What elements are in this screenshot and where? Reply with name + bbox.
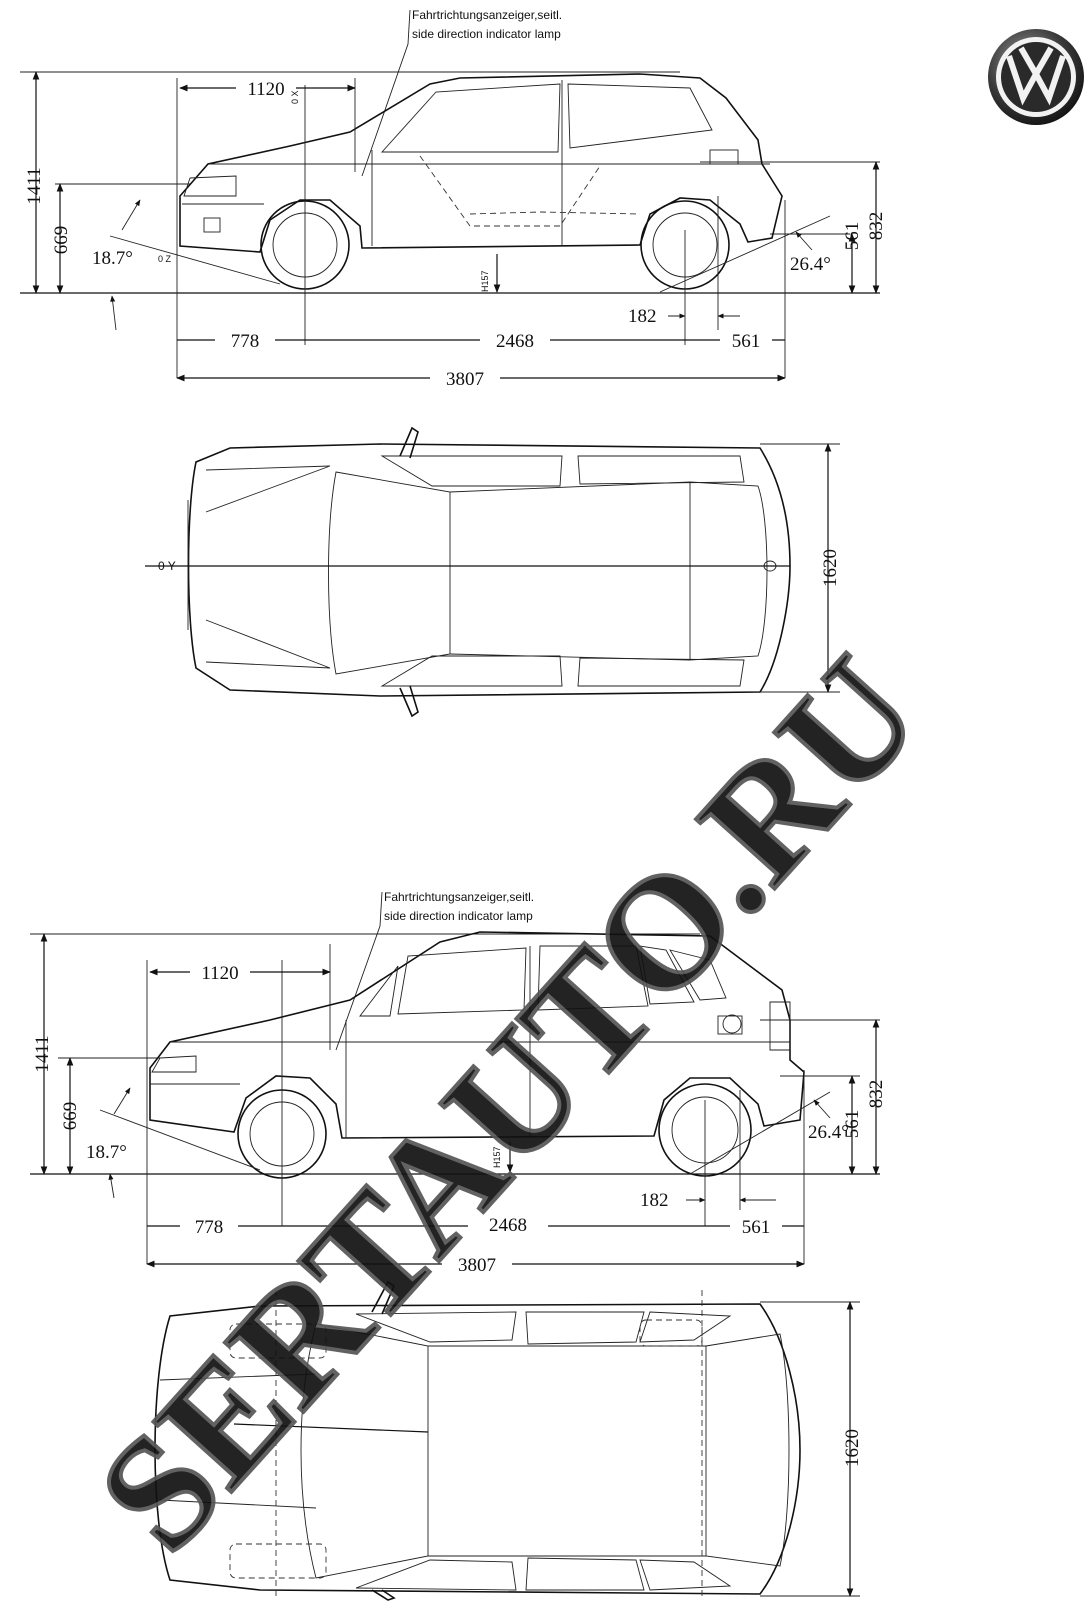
top-view-5door: 1620 — [154, 1280, 863, 1601]
dim-front-overhang: 778 — [231, 331, 260, 352]
dim-wheelbase-2: 2468 — [489, 1215, 527, 1236]
dim-front-bumper-height-2: 669 — [60, 1102, 81, 1131]
dim-rear-overhang: 561 — [732, 331, 761, 352]
dim-departure-angle: 26.4° — [790, 254, 831, 275]
dim-ground-clearance: H157 — [480, 270, 490, 292]
dim-rear-offset-2: 182 — [640, 1190, 669, 1211]
watermark-text: SERTAUTO.RU — [64, 624, 953, 1584]
dim-rear-height-a: 561 — [842, 222, 863, 251]
side-view-3door: Fahrtrichtungsanzeiger,seitl. side direc… — [20, 8, 887, 390]
side-view-5door: Fahrtrichtungsanzeiger,seitl. side direc… — [30, 890, 887, 1276]
indicator-label-de: Fahrtrichtungsanzeiger,seitl. — [412, 8, 562, 22]
axis-y-label: 0 Y — [158, 559, 176, 573]
dim-height-total-2: 1411 — [32, 1035, 53, 1072]
top-view-3door: 0 Y 1620 — [145, 426, 841, 718]
watermark: SERTAUTO.RU — [62, 622, 955, 1586]
dim-rear-height-b: 832 — [866, 212, 887, 241]
indicator-label-en-2: side direction indicator lamp — [384, 909, 533, 923]
axis-x-label: 0 X — [290, 90, 300, 104]
dim-length-2: 3807 — [458, 1255, 496, 1276]
dim-rear-offset: 182 — [628, 306, 657, 327]
indicator-label-en: side direction indicator lamp — [412, 27, 561, 41]
axis-z-label: 0 Z — [158, 254, 172, 264]
volkswagen-logo-icon — [988, 29, 1084, 125]
dim-wheelbase: 2468 — [496, 331, 534, 352]
dim-width: 1620 — [820, 549, 841, 587]
dim-height-total: 1411 — [24, 167, 45, 204]
dim-front-overhang-top: 1120 — [247, 79, 284, 100]
dim-length: 3807 — [446, 369, 484, 390]
dim-approach-angle-2: 18.7° — [86, 1142, 127, 1163]
dim-front-bumper-height: 669 — [51, 226, 72, 255]
dim-ground-clearance-2: H157 — [492, 1146, 502, 1168]
dim-rear-overhang-2: 561 — [742, 1217, 771, 1238]
dim-approach-angle: 18.7° — [92, 248, 133, 269]
dim-front-overhang-2: 778 — [195, 1217, 224, 1238]
dim-front-overhang-top-2: 1120 — [201, 963, 238, 984]
dim-rear-height-b-2: 832 — [866, 1080, 887, 1109]
dim-departure-angle-2: 26.4° — [808, 1122, 849, 1143]
indicator-label-de-2: Fahrtrichtungsanzeiger,seitl. — [384, 890, 534, 904]
dim-rear-height-a-2: 561 — [842, 1110, 863, 1139]
dim-width-2: 1620 — [842, 1429, 863, 1467]
